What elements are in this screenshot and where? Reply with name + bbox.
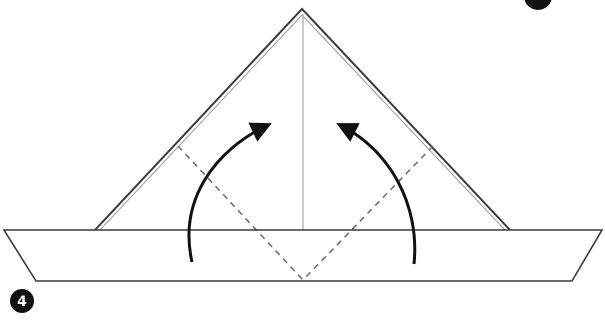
step-number-marker: 4: [10, 289, 34, 313]
paper-bottom-band: [4, 230, 602, 281]
previous-step-marker: [524, 0, 552, 10]
left-fold-arrow-icon: [189, 125, 268, 262]
step-number: 4: [17, 294, 27, 310]
right-fold-arrow-icon: [340, 125, 415, 264]
dashed-fold-lines: [178, 146, 433, 280]
